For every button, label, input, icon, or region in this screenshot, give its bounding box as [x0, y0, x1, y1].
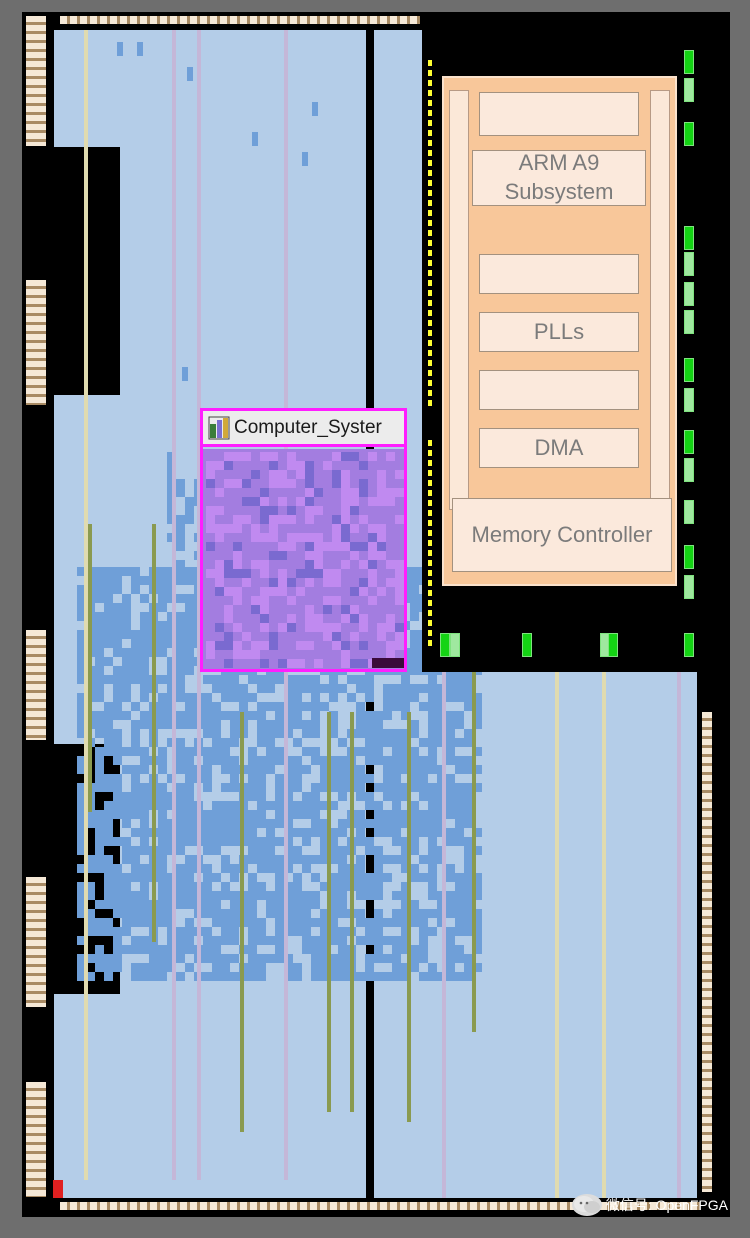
wechat-icon — [571, 1194, 602, 1216]
region-icon — [208, 416, 230, 440]
hps-block-blank-3[interactable] — [479, 370, 639, 410]
hps-block-plls[interactable]: PLLs — [479, 312, 639, 352]
io-strip-right — [702, 712, 712, 1192]
memory-controller-block[interactable]: Memory Controller — [452, 498, 672, 572]
io-strip-left — [26, 877, 46, 1007]
io-strip-left — [26, 16, 46, 146]
region-header[interactable]: Computer_Syster — [203, 411, 404, 447]
io-strip-left — [26, 1082, 46, 1197]
watermark: 微信号: OpenFPGA — [571, 1194, 728, 1216]
corner-marker — [53, 1180, 63, 1198]
hps-block-arm[interactable]: ARM A9 Subsystem — [472, 150, 646, 206]
hps-block-dma[interactable]: DMA — [479, 428, 639, 468]
hps-rail-left — [449, 90, 469, 510]
hps-rail-right — [650, 90, 670, 510]
io-strip-left — [26, 630, 46, 740]
io-strip-bottom — [60, 1202, 700, 1210]
hps-block-blank-1[interactable] — [479, 92, 639, 136]
io-strip-left — [26, 280, 46, 405]
io-strip-top — [60, 16, 420, 24]
watermark-text: 微信号: OpenFPGA — [605, 1197, 728, 1213]
region-name: Computer_Syster — [234, 416, 382, 438]
logic-lock-region[interactable] — [200, 408, 407, 672]
hps-block-blank-2[interactable] — [479, 254, 639, 294]
